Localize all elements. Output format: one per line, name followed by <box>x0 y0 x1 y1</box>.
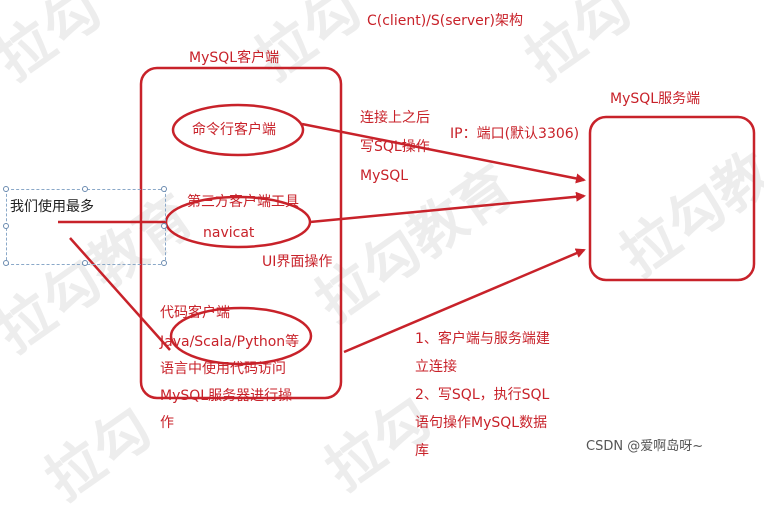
code-ellipse <box>169 306 313 366</box>
we-use-most-label: 我们使用最多 <box>10 199 94 215</box>
server-label: MySQL服务端 <box>610 91 701 107</box>
resize-handle[interactable] <box>161 223 167 229</box>
code-client-line: Java/Scala/Python等 <box>160 334 300 350</box>
cli-client-label: 命令行客户端 <box>192 122 276 138</box>
step-line: 立连接 <box>415 359 457 375</box>
arrow-navicat-to-server <box>309 191 586 224</box>
connect-note-line: 连接上之后 <box>360 110 430 126</box>
step-line: 2、写SQL，执行SQL <box>415 387 550 403</box>
code-client-line: 代码客户端 <box>160 305 230 321</box>
navicat-label: navicat <box>203 225 255 241</box>
connect-note-line: MySQL <box>360 168 409 184</box>
server-box <box>588 115 756 282</box>
resize-handle[interactable] <box>82 186 88 192</box>
code-client-line: 语言中使用代码访问 <box>160 361 286 377</box>
code-client-line: 作 <box>160 415 174 431</box>
resize-handle[interactable] <box>82 260 88 266</box>
step-line: 1、客户端与服务端建 <box>415 331 550 347</box>
code-client-line: MySQL服务器进行操 <box>160 388 293 404</box>
ip-port-label: IP：端口(默认3306) <box>450 126 580 142</box>
resize-handle[interactable] <box>161 260 167 266</box>
connect-note-line: 写SQL操作 <box>360 139 430 155</box>
resize-handle[interactable] <box>3 260 9 266</box>
ui-ops-label: UI界面操作 <box>262 254 333 270</box>
resize-handle[interactable] <box>3 186 9 192</box>
csdn-credit: CSDN @爱啊岛呀~ <box>586 439 704 454</box>
step-line: 库 <box>415 443 429 459</box>
client-label: MySQL客户端 <box>189 50 280 66</box>
arrow-code-to-server <box>343 248 586 354</box>
resize-handle[interactable] <box>3 223 9 229</box>
client-box <box>139 66 343 400</box>
resize-handle[interactable] <box>161 186 167 192</box>
arrow-cli-to-server <box>301 122 586 184</box>
step-line: 语句操作MySQL数据 <box>415 415 548 431</box>
diagram-title: C(client)/S(server)架构 <box>367 13 523 29</box>
third-party-tool-label: 第三方客户端工具 <box>187 194 299 210</box>
we-use-to-code-line <box>69 237 171 351</box>
cli-ellipse <box>171 103 305 157</box>
